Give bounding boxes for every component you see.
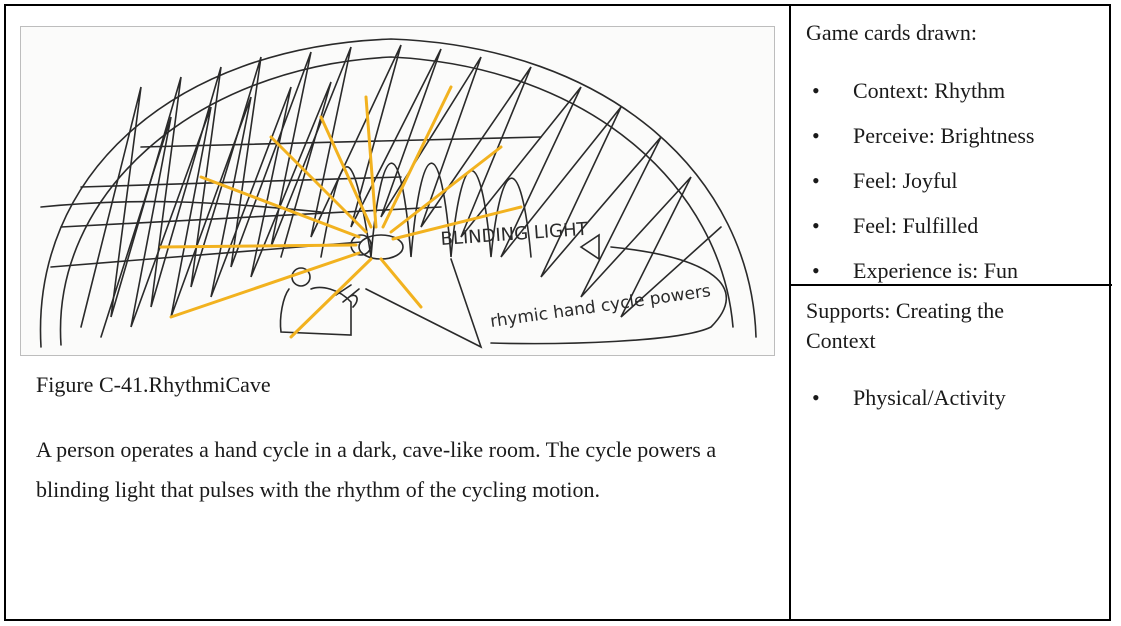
supports-heading: Supports: Creating the Context	[806, 296, 1066, 356]
figure-description: A person operates a hand cycle in a dark…	[36, 430, 776, 510]
list-item: •Feel: Fulfilled	[806, 212, 1116, 257]
list-item: •Perceive: Brightness	[806, 122, 1116, 167]
column-divider	[789, 6, 791, 619]
supports-list: •Physical/Activity	[806, 384, 1116, 429]
label-hand-cycle: rhymic hand cycle powers	[489, 281, 712, 332]
bullet-icon: •	[812, 167, 820, 194]
list-item: •Physical/Activity	[806, 384, 1116, 429]
game-cards-heading: Game cards drawn:	[806, 20, 977, 46]
bullet-icon: •	[812, 77, 820, 104]
bullet-icon: •	[812, 122, 820, 149]
bullet-icon: •	[812, 384, 820, 411]
list-item: •Feel: Joyful	[806, 167, 1116, 212]
bullet-icon: •	[812, 212, 820, 239]
sketch-image: BLINDING LIGHT rhymic hand cycle powers	[20, 26, 775, 356]
bullet-icon: •	[812, 257, 820, 284]
list-item: •Context: Rhythm	[806, 77, 1116, 122]
cave-sketch-drawing: BLINDING LIGHT rhymic hand cycle powers	[21, 27, 774, 355]
figure-caption: Figure C-41.RhythmiCave	[36, 372, 271, 398]
figure-table: BLINDING LIGHT rhymic hand cycle powers …	[4, 4, 1111, 621]
label-blinding-light: BLINDING LIGHT	[440, 219, 589, 250]
game-cards-list: •Context: Rhythm •Perceive: Brightness •…	[806, 77, 1116, 302]
